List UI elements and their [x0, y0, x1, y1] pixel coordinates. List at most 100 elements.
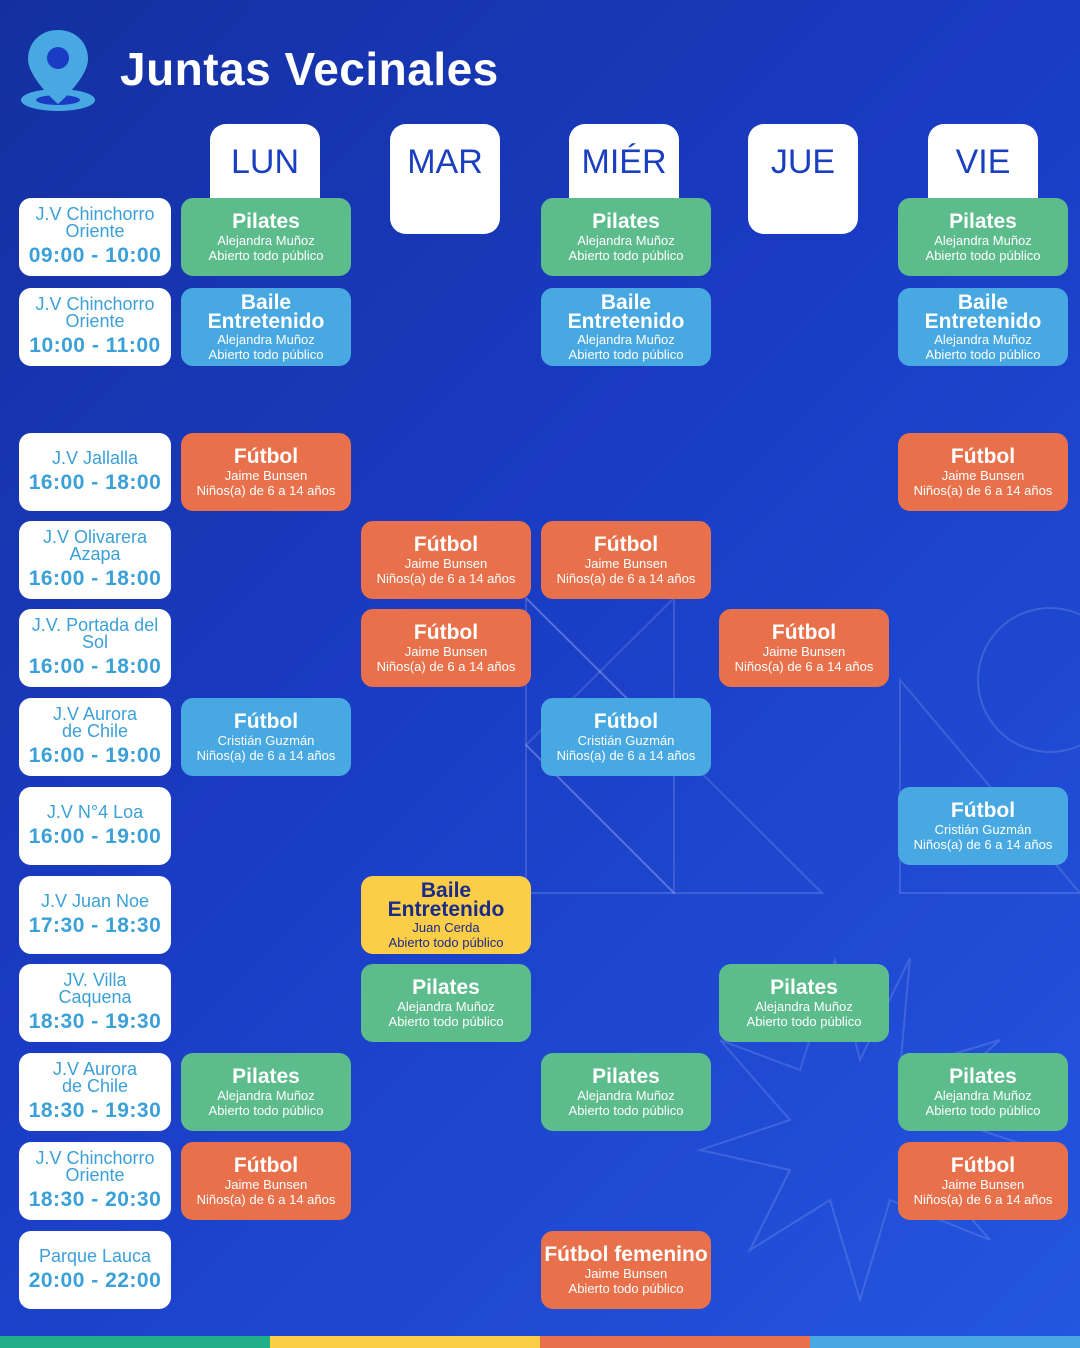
bottom-color-bar — [0, 1336, 1080, 1348]
activity-name: Fútbol — [950, 1153, 1016, 1177]
activity-instructor: Jaime Bunsen — [404, 555, 488, 571]
activity-audience: Abierto todo público — [925, 346, 1041, 362]
activity-audience: Niños(a) de 6 a 14 años — [196, 1191, 336, 1207]
page-title: Juntas Vecinales — [120, 43, 499, 95]
activity-instructor: Alejandra Muñoz — [397, 998, 495, 1014]
activity-instructor: Juan Cerda — [412, 919, 480, 935]
activity-audience: Abierto todo público — [208, 1102, 324, 1118]
location-name: J.V N°4 Loa — [46, 801, 144, 822]
activity-audience: Abierto todo público — [208, 247, 324, 263]
bottom-bar-segment — [540, 1336, 810, 1348]
activity-instructor: Cristián Guzmán — [934, 821, 1032, 837]
activity-audience: Niños(a) de 6 a 14 años — [556, 747, 696, 763]
activity-audience: Abierto todo público — [208, 346, 324, 362]
location-card: J.V Chinchorro Oriente 10:00 - 11:00 — [19, 288, 171, 366]
activity-audience: Abierto todo público — [925, 1102, 1041, 1118]
activity-instructor: Jaime Bunsen — [941, 467, 1025, 483]
location-name: J.V Chinchorro Oriente — [35, 294, 155, 331]
activity-instructor: Jaime Bunsen — [762, 643, 846, 659]
activity-instructor: Alejandra Muñoz — [217, 1087, 315, 1103]
location-name: Parque Lauca — [38, 1245, 152, 1266]
location-time: 18:30 - 20:30 — [28, 1188, 162, 1211]
activity-instructor: Alejandra Muñoz — [934, 1087, 1032, 1103]
activity-instructor: Jaime Bunsen — [941, 1176, 1025, 1192]
activity-instructor: Alejandra Muñoz — [934, 232, 1032, 248]
day-tab-mar: MAR — [390, 124, 500, 234]
activity-audience: Abierto todo público — [568, 247, 684, 263]
activity-audience: Abierto todo público — [388, 934, 504, 950]
activity-audience: Abierto todo público — [925, 247, 1041, 263]
activity-name: Pilates — [412, 975, 480, 999]
activity-name: Fútbol — [593, 532, 659, 556]
activity-instructor: Alejandra Muñoz — [217, 331, 315, 347]
activity-instructor: Alejandra Muñoz — [755, 998, 853, 1014]
activity-name: Baile Entretenido — [924, 290, 1042, 333]
location-time: 16:00 - 19:00 — [28, 744, 162, 767]
activity-audience: Abierto todo público — [746, 1013, 862, 1029]
location-time: 16:00 - 18:00 — [28, 470, 162, 494]
activity-name: Baile Entretenido — [387, 878, 505, 921]
location-card: J.V Aurora de Chile 16:00 - 19:00 — [19, 698, 171, 776]
location-name: J.V Aurora de Chile — [52, 704, 138, 741]
activity-audience: Abierto todo público — [568, 1102, 684, 1118]
location-name: J.V Olivarera Azapa — [42, 527, 148, 564]
location-pin-icon — [21, 30, 95, 111]
location-name: J.V. Portada del Sol — [31, 615, 159, 652]
activity-name: Pilates — [232, 209, 300, 233]
bottom-bar-segment — [0, 1336, 270, 1348]
activity-name: Fútbol — [950, 444, 1016, 468]
activity-name: Fútbol — [413, 532, 479, 556]
activity-name: Baile Entretenido — [207, 290, 325, 333]
location-time: 18:30 - 19:30 — [28, 1099, 162, 1122]
location-time: 10:00 - 11:00 — [29, 334, 161, 357]
activity-instructor: Jaime Bunsen — [584, 1265, 668, 1281]
location-time: 18:30 - 19:30 — [28, 1010, 162, 1033]
activity-instructor: Jaime Bunsen — [224, 467, 308, 483]
activity-name: Baile Entretenido — [567, 290, 685, 333]
activity-audience: Niños(a) de 6 a 14 años — [196, 482, 336, 498]
location-name: J.V Chinchorro Oriente — [35, 1148, 155, 1185]
activity-name: Pilates — [592, 209, 660, 233]
activity-name: Fútbol — [233, 709, 299, 733]
activity-instructor: Jaime Bunsen — [584, 555, 668, 571]
activity-audience: Niños(a) de 6 a 14 años — [376, 658, 516, 674]
activity-audience: Niños(a) de 6 a 14 años — [913, 482, 1053, 498]
activity-instructor: Cristián Guzmán — [577, 732, 675, 748]
activity-name: Pilates — [232, 1064, 300, 1088]
activity-instructor: Alejandra Muñoz — [217, 232, 315, 248]
activity-instructor: Alejandra Muñoz — [577, 1087, 675, 1103]
activity-audience: Abierto todo público — [388, 1013, 504, 1029]
activity-audience: Niños(a) de 6 a 14 años — [376, 570, 516, 586]
activity-audience: Abierto todo público — [568, 1280, 684, 1296]
bottom-bar-segment — [270, 1336, 540, 1348]
activity-audience: Niños(a) de 6 a 14 años — [913, 1191, 1053, 1207]
